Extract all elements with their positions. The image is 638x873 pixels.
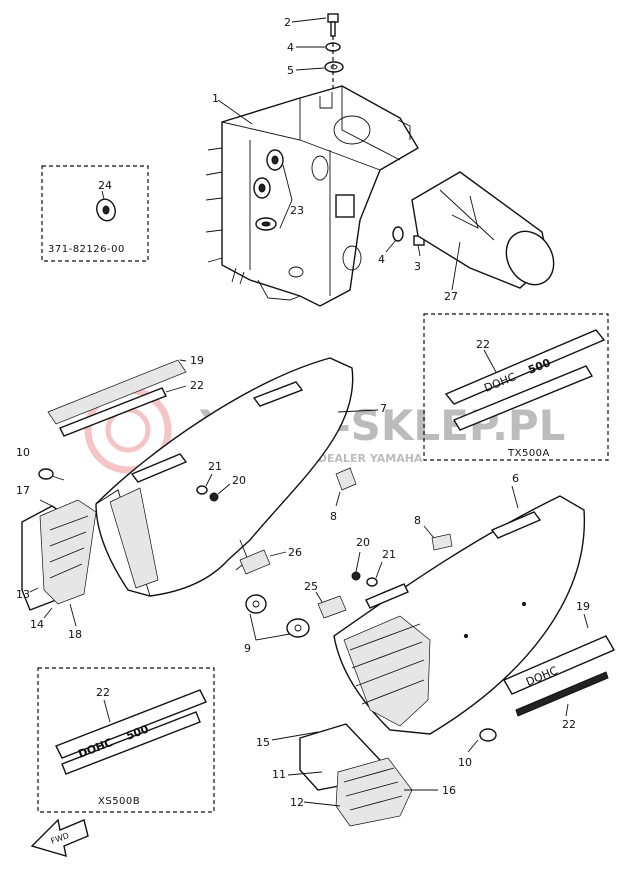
insert-8-right <box>423 525 453 551</box>
label-4-side: 4 <box>378 253 385 266</box>
box-xs500b: DOHC 500 XS500B <box>37 667 215 813</box>
box-part-24: 371-82126-00 <box>41 165 149 262</box>
label-19-right: 19 <box>576 600 590 613</box>
part-labels: 2 4 5 1 24 23 4 3 27 22 19 22 7 10 21 20… <box>16 16 590 809</box>
label-9: 9 <box>244 642 251 655</box>
label-25: 25 <box>304 580 318 593</box>
label-4-top: 4 <box>287 41 294 54</box>
grille-left <box>21 499 97 627</box>
label-8-right: 8 <box>414 514 421 527</box>
label-2: 2 <box>284 16 291 29</box>
label-10-right: 10 <box>458 756 472 769</box>
washer-5 <box>295 61 344 73</box>
bolt-2 <box>291 13 339 37</box>
label-22-left: 22 <box>190 379 204 392</box>
battery-box <box>205 85 419 307</box>
grommets-23 <box>253 149 293 231</box>
washer-21-right <box>366 561 383 587</box>
insert-25 <box>315 591 347 619</box>
label-20-left: 20 <box>232 474 246 487</box>
label-15: 15 <box>256 736 270 749</box>
label-23: 23 <box>290 204 304 217</box>
label-21-right: 21 <box>382 548 396 561</box>
grommets-9 <box>245 594 310 641</box>
washer-4-side <box>385 226 404 253</box>
label-22-right: 22 <box>562 718 576 731</box>
label-22-tx: 22 <box>476 338 490 351</box>
nut-20-right <box>351 551 361 581</box>
strip-19-left <box>47 359 187 437</box>
label-14: 14 <box>30 618 44 631</box>
label-1: 1 <box>212 92 219 105</box>
screw-10-left <box>38 468 65 481</box>
side-cover-right <box>333 495 586 735</box>
insert-26 <box>239 549 287 575</box>
label-6: 6 <box>512 472 519 485</box>
label-3: 3 <box>414 260 421 273</box>
part-number: 371-82126-00 <box>48 244 125 255</box>
label-16: 16 <box>442 784 456 797</box>
label-18: 18 <box>68 628 82 641</box>
label-12: 12 <box>290 796 304 809</box>
insert-8-left <box>335 467 357 507</box>
label-8-left: 8 <box>330 510 337 523</box>
label-26: 26 <box>288 546 302 559</box>
label-10-left: 10 <box>16 446 30 459</box>
label-7: 7 <box>380 402 387 415</box>
label-22-xs: 22 <box>96 686 110 699</box>
fwd-arrow-icon: FWD <box>30 818 89 857</box>
box-tx500a: DOHC 500 TX500A <box>423 313 609 461</box>
screw-10-right <box>467 728 497 753</box>
label-20-right: 20 <box>356 536 370 549</box>
model-tx500a: TX500A <box>507 448 550 459</box>
tool-bag-27 <box>411 171 555 291</box>
washer-21-left <box>196 473 213 495</box>
grille-right <box>271 723 438 827</box>
label-24: 24 <box>98 179 112 192</box>
nut-20-left <box>209 483 231 502</box>
label-27: 27 <box>444 290 458 303</box>
label-13: 13 <box>16 588 30 601</box>
side-cover-left <box>95 357 354 597</box>
label-5: 5 <box>287 64 294 77</box>
label-11: 11 <box>272 768 286 781</box>
label-17: 17 <box>16 484 30 497</box>
label-21-left: 21 <box>208 460 222 473</box>
model-xs500b: XS500B <box>98 796 140 807</box>
label-19-left: 19 <box>190 354 204 367</box>
